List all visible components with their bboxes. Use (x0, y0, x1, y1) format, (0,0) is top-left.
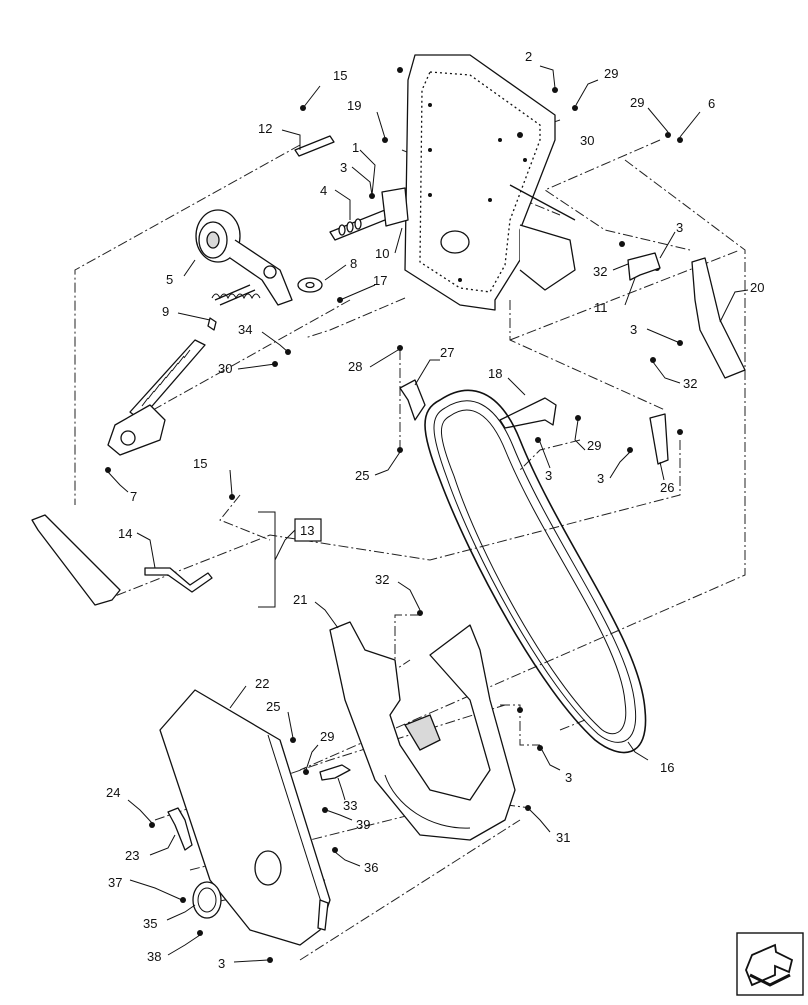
callout-3-bracket20: 3 (630, 322, 637, 337)
callout-33: 33 (343, 798, 357, 813)
callout-25-top: 25 (355, 468, 369, 483)
callout-32-top: 32 (593, 264, 607, 279)
callout-29-top: 29 (604, 66, 618, 81)
callout-32-shield: 32 (375, 572, 389, 587)
callout-2: 2 (525, 49, 532, 64)
drive-belt-part16 (424, 389, 647, 754)
callout-31: 31 (556, 830, 570, 845)
callout-8: 8 (350, 256, 357, 271)
callout-30-top: 30 (580, 133, 594, 148)
callout-18: 18 (488, 366, 502, 381)
callout-29-bracket18: 29 (587, 438, 601, 453)
mounting-plate-part10 (404, 54, 576, 311)
callout-29-lower: 29 (320, 729, 334, 744)
callout-13: 13 (300, 523, 314, 538)
callout-34: 34 (238, 322, 252, 337)
callout-22: 22 (255, 676, 269, 691)
callout-15-lower: 15 (193, 456, 207, 471)
bracket-part26 (649, 413, 669, 465)
bracket-part27 (399, 379, 426, 421)
callout-3-bottom: 3 (218, 956, 225, 971)
callout-7: 7 (130, 489, 137, 504)
callout-9: 9 (162, 304, 169, 319)
callout-3-bracket11: 3 (676, 220, 683, 235)
callout-3-bracket26: 3 (597, 471, 604, 486)
callout-26: 26 (660, 480, 674, 495)
callout-17: 17 (373, 273, 387, 288)
callout-20: 20 (750, 280, 764, 295)
grommet-part35-inner (197, 887, 217, 913)
callout-10: 10 (375, 246, 389, 261)
clip-part33 (319, 764, 351, 781)
callout-24: 24 (106, 785, 120, 800)
assembly-bracket-13 (258, 511, 276, 608)
handle-part14 (144, 567, 213, 593)
callout-6: 6 (708, 96, 715, 111)
callout-3-shaft: 3 (340, 160, 347, 175)
callout-27: 27 (440, 345, 454, 360)
callout-30-spring: 30 (218, 361, 232, 376)
bracket-part11 (627, 252, 661, 281)
callout-12: 12 (258, 121, 272, 136)
callout-35: 35 (143, 916, 157, 931)
callout-11: 11 (594, 300, 608, 315)
tension-spring-part9 (107, 317, 217, 456)
callout-14: 14 (118, 526, 132, 541)
callout-16: 16 (660, 760, 674, 775)
belt-shield-part21 (329, 621, 516, 841)
idler-pulley-part5 (195, 209, 293, 306)
handle-part23 (167, 807, 193, 851)
rail-part13 (31, 514, 121, 606)
callout-28: 28 (348, 359, 362, 374)
callout-labels: 15 2 29 19 29 6 12 30 1 3 4 10 3 32 5 8 … (106, 49, 764, 971)
callout-3-bracket18: 3 (545, 468, 552, 483)
grommet-part35 (192, 881, 222, 919)
callout-23: 23 (125, 848, 139, 863)
callout-38: 38 (147, 949, 161, 964)
callout-29-right: 29 (630, 95, 644, 110)
bracket-part20 (691, 257, 746, 379)
bracket-part18 (499, 397, 557, 429)
callout-15-top: 15 (333, 68, 347, 83)
callout-21: 21 (293, 592, 307, 607)
outer-shield-part22 (159, 689, 331, 946)
callout-19: 19 (347, 98, 361, 113)
callout-32-bracket20: 32 (683, 376, 697, 391)
next-page-arrow-icon[interactable] (736, 932, 804, 996)
callout-39: 39 (356, 817, 370, 832)
pivot-shaft-part1 (329, 187, 409, 241)
callout-37: 37 (108, 875, 122, 890)
callout-25-lower: 25 (266, 699, 280, 714)
leader-lines (107, 65, 749, 963)
pin-part12 (294, 135, 335, 157)
callout-36: 36 (364, 860, 378, 875)
callout-5: 5 (166, 272, 173, 287)
callout-1: 1 (352, 140, 359, 155)
washer-part8-inner (305, 281, 315, 289)
callout-3-belt: 3 (565, 770, 572, 785)
callout-4: 4 (320, 183, 327, 198)
